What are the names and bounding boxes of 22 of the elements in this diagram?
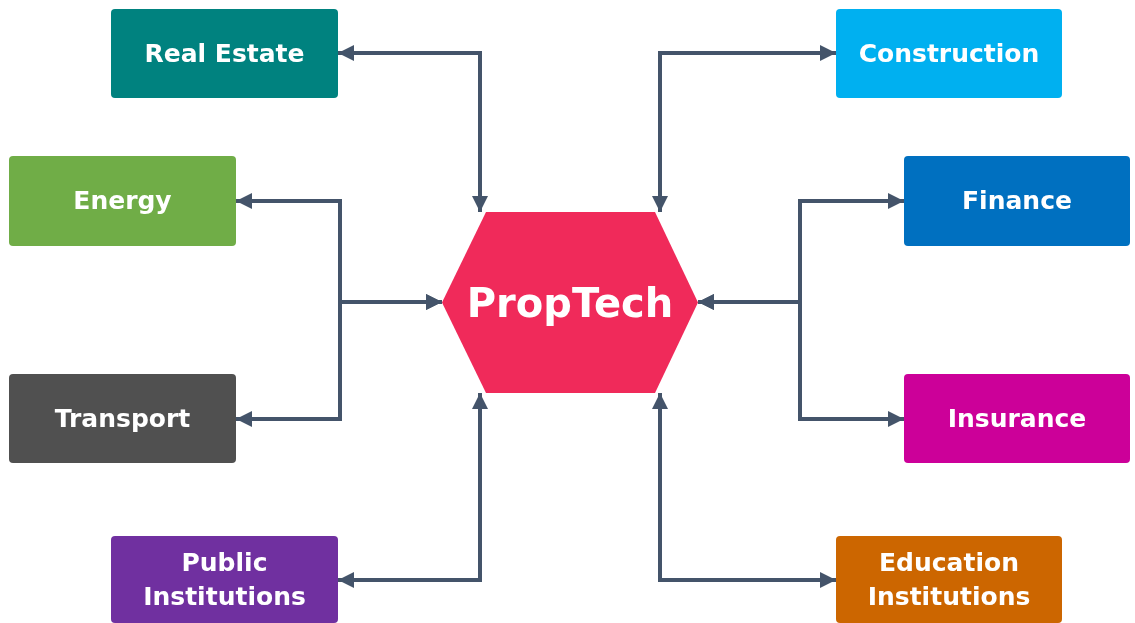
node-label: Finance [962, 185, 1072, 218]
double-arrow [338, 393, 488, 588]
node-label: Construction [858, 37, 1040, 70]
category-box [904, 374, 1130, 463]
node-label: PropTech [466, 278, 674, 328]
node-label: Energy [73, 185, 172, 218]
category-box [9, 374, 236, 463]
category-box [904, 156, 1130, 246]
node-label: Insurance [947, 402, 1087, 435]
node-label: Education Institutions [866, 546, 1032, 613]
double-arrow [652, 45, 836, 212]
double-arrow [338, 45, 488, 212]
node-label: Transport [54, 402, 191, 435]
category-box [111, 9, 338, 98]
double-arrow [652, 393, 836, 588]
category-box [111, 536, 338, 623]
hexagon-node [442, 212, 698, 393]
node-label: Public Institutions [142, 546, 307, 613]
category-box [836, 9, 1062, 98]
category-box [836, 536, 1062, 623]
category-box [9, 156, 236, 246]
node-label: Real Estate [144, 37, 305, 70]
